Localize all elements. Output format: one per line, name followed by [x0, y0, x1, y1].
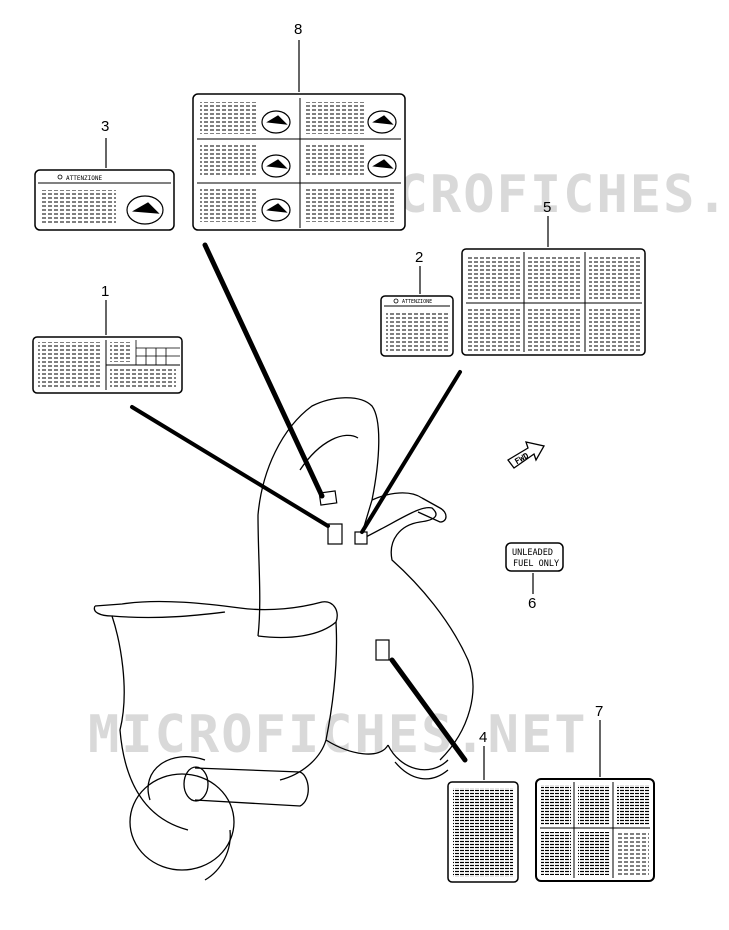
callout-6: 6 — [528, 595, 536, 612]
callout-2: 2 — [415, 249, 423, 266]
fwd-arrow-icon: FWD — [507, 441, 546, 469]
helmet-icon — [126, 195, 164, 225]
callout-1: 1 — [101, 283, 109, 300]
leader-lines — [130, 242, 468, 763]
fuel-only-text: FUEL ONLY — [513, 559, 559, 569]
callout-5: 5 — [543, 199, 551, 216]
callout-4: 4 — [479, 729, 487, 746]
unleaded-text: UNLEADED — [512, 548, 553, 558]
attenzione-text: ATTENZIONE — [66, 175, 103, 182]
scooter-outline — [93, 397, 474, 881]
callout-3: 3 — [101, 118, 109, 135]
label-7 — [535, 778, 655, 882]
label-1 — [32, 336, 183, 394]
label-6: UNLEADED FUEL ONLY — [505, 542, 564, 572]
helmet-icon — [261, 110, 397, 222]
callout-7: 7 — [595, 703, 603, 720]
label-4 — [447, 781, 519, 883]
label-2: ATTENZIONE — [380, 295, 454, 357]
label-5 — [461, 248, 646, 356]
callout-8: 8 — [294, 21, 302, 38]
watermark-bottom: MICROFICHES.NET — [88, 705, 588, 765]
attenzione-text: ATTENZIONE — [402, 299, 432, 305]
label-3: ATTENZIONE — [34, 169, 175, 231]
label-8 — [192, 93, 406, 231]
scooter-label-spots — [318, 490, 390, 661]
